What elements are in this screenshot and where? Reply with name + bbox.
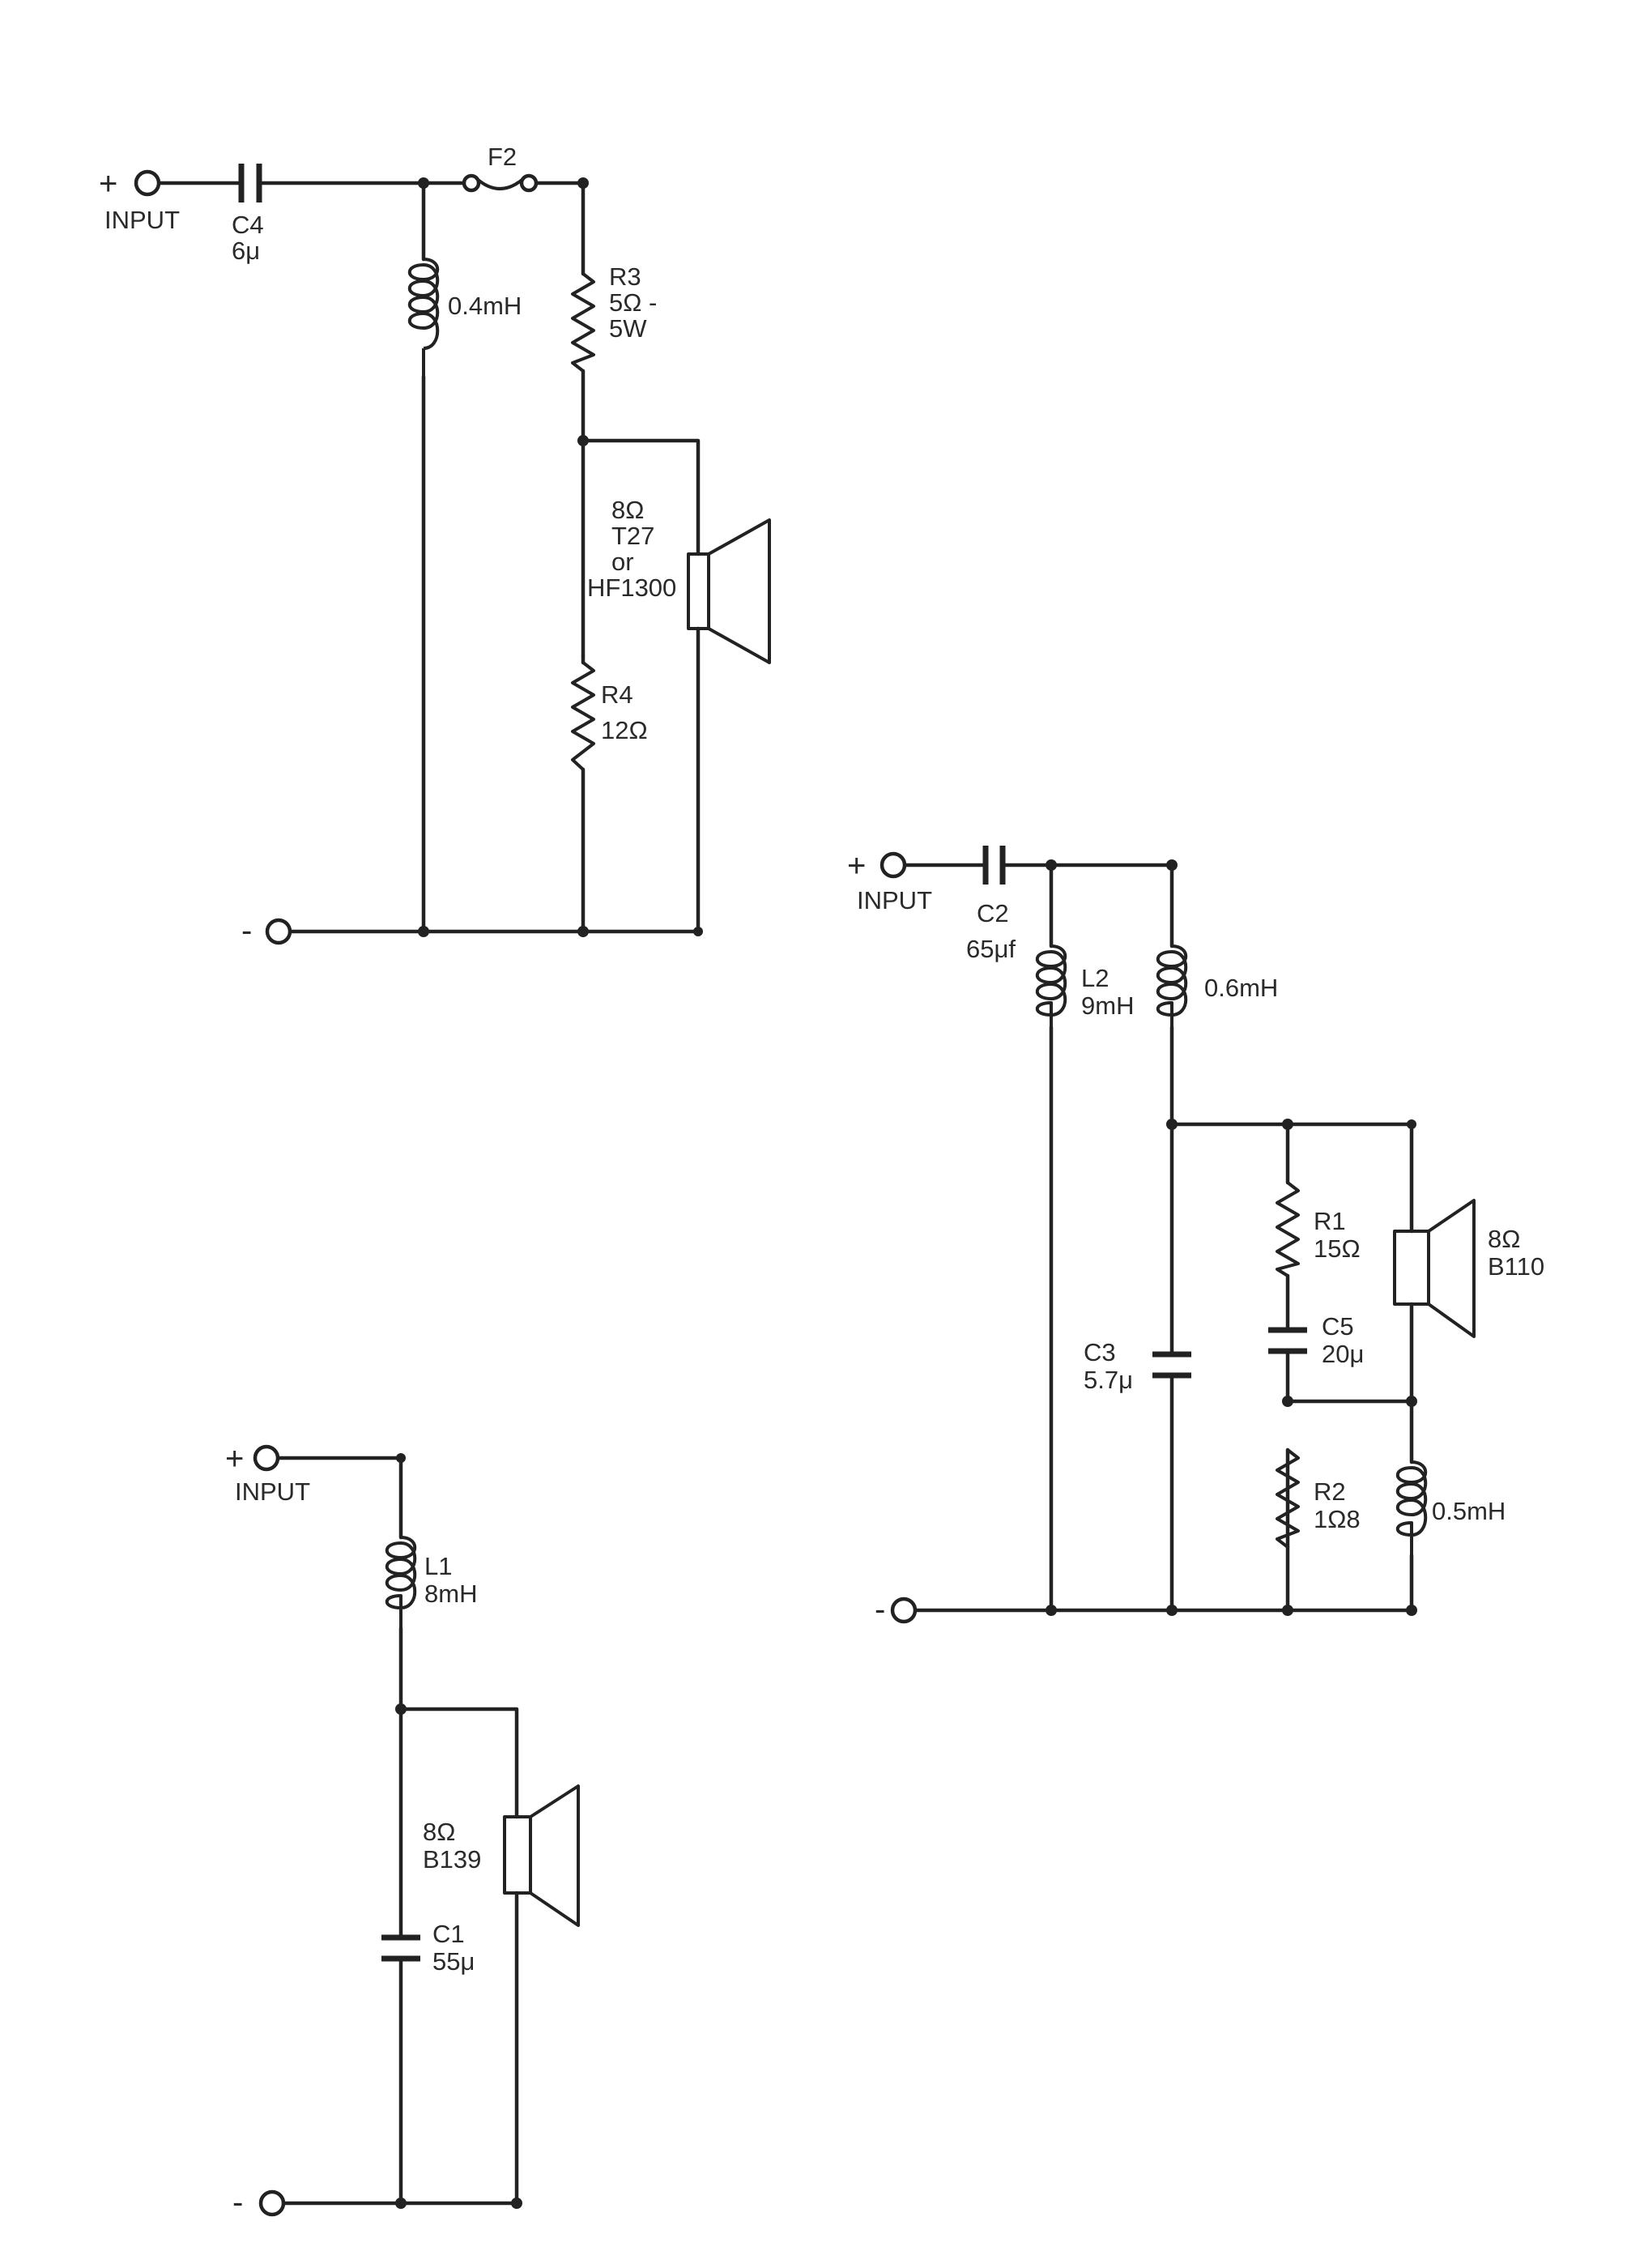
midrange-inductor-l2 bbox=[1035, 944, 1067, 1027]
bass-minus-sign: - bbox=[232, 2185, 243, 2220]
tweeter-wires bbox=[157, 181, 701, 934]
c1-value: 55μ bbox=[432, 1947, 475, 1976]
junction-dot bbox=[418, 926, 429, 937]
midrange-plus-sign: + bbox=[847, 848, 866, 884]
c4-name: C4 bbox=[232, 211, 264, 239]
c2-value: 65μf bbox=[966, 935, 1016, 963]
midrange-inductor-0.5mh bbox=[1395, 1460, 1428, 1555]
junction-dot bbox=[1166, 1119, 1178, 1130]
inductor-0.4mh-value: 0.4mH bbox=[448, 292, 522, 320]
midrange-wires bbox=[902, 863, 1414, 1613]
midrange-capacitor-c2 bbox=[982, 846, 1006, 885]
r4-value: 12Ω bbox=[601, 716, 648, 744]
inductor-0.5mh-value: 0.5mH bbox=[1432, 1497, 1506, 1525]
midrange-input-plus-terminal bbox=[880, 851, 907, 879]
r3-value1: 5Ω - bbox=[609, 288, 657, 317]
tweeter-resistor-r3 bbox=[571, 272, 595, 373]
junction-dot bbox=[693, 927, 703, 936]
c1-name: C1 bbox=[432, 1920, 465, 1948]
junction-dot bbox=[1166, 1605, 1178, 1616]
tweeter-speaker-alt-model: HF1300 bbox=[587, 573, 676, 602]
f2-name: F2 bbox=[488, 143, 517, 171]
midrange-resistor-r2 bbox=[1276, 1448, 1300, 1549]
tweeter-resistor-r4 bbox=[571, 661, 595, 771]
junction-dot bbox=[1282, 1119, 1293, 1130]
r1-value: 15Ω bbox=[1314, 1234, 1361, 1263]
r1-name: R1 bbox=[1314, 1207, 1346, 1235]
tweeter-speaker-model: T27 bbox=[611, 522, 654, 550]
midrange-speaker-model: B110 bbox=[1488, 1252, 1544, 1281]
r2-name: R2 bbox=[1314, 1477, 1346, 1506]
tweeter-input-label: INPUT bbox=[104, 206, 180, 234]
junction-dot bbox=[396, 1453, 406, 1463]
bass-speaker bbox=[503, 1784, 580, 1927]
c5-name: C5 bbox=[1322, 1312, 1354, 1341]
c4-value: 6μ bbox=[232, 237, 260, 265]
junction-dot bbox=[1407, 1119, 1416, 1129]
c3-name: C3 bbox=[1084, 1338, 1116, 1366]
junction-dot bbox=[1046, 859, 1057, 871]
l1-value: 8mH bbox=[424, 1580, 477, 1608]
midrange-resistor-r1 bbox=[1276, 1181, 1300, 1277]
bass-inductor-l1 bbox=[385, 1536, 417, 1628]
junction-dot bbox=[1282, 1605, 1293, 1616]
c3-value: 5.7μ bbox=[1084, 1366, 1133, 1394]
bass-capacitor-c1 bbox=[381, 1934, 420, 1962]
r4-name: R4 bbox=[601, 680, 633, 709]
tweeter-speaker-or: or bbox=[611, 548, 634, 576]
midrange-speaker-impedance: 8Ω bbox=[1488, 1225, 1520, 1253]
bass-speaker-model: B139 bbox=[423, 1845, 481, 1874]
tweeter-speaker bbox=[687, 518, 771, 664]
junction-dot bbox=[1166, 859, 1178, 871]
junction-dot bbox=[1046, 1605, 1057, 1616]
junction-dot bbox=[577, 926, 589, 937]
junction-dot bbox=[395, 1703, 407, 1715]
junction-dot bbox=[418, 177, 429, 189]
l2-name: L2 bbox=[1081, 964, 1109, 992]
tweeter-input-plus-terminal bbox=[134, 169, 161, 197]
junction-dot bbox=[577, 435, 589, 446]
r3-value2: 5W bbox=[609, 314, 647, 343]
midrange-speaker bbox=[1393, 1199, 1476, 1338]
tweeter-capacitor-c4 bbox=[238, 164, 262, 202]
midrange-network: + INPUT - C2 65μf L2 9mH 0.6mH R1 15Ω C5… bbox=[847, 846, 1544, 1627]
midrange-minus-sign: - bbox=[875, 1592, 885, 1627]
tweeter-inductor-0.4mh bbox=[407, 258, 440, 377]
inductor-0.6mh-value: 0.6mH bbox=[1204, 974, 1278, 1002]
midrange-capacitor-c3 bbox=[1152, 1351, 1191, 1379]
junction-dot bbox=[395, 2198, 407, 2209]
bass-input-minus-terminal bbox=[258, 2189, 286, 2217]
midrange-inductor-0.6mh bbox=[1156, 944, 1188, 1027]
tweeter-minus-sign: - bbox=[241, 913, 252, 949]
tweeter-input-minus-terminal bbox=[265, 918, 292, 945]
r3-name: R3 bbox=[609, 262, 641, 291]
tweeter-plus-sign: + bbox=[99, 166, 117, 202]
bass-input-plus-terminal bbox=[253, 1444, 280, 1472]
c5-value: 20μ bbox=[1322, 1340, 1364, 1368]
bass-network: + INPUT - L1 8mH 8Ω B139 C1 55μ bbox=[225, 1441, 580, 2220]
l1-name: L1 bbox=[424, 1552, 452, 1580]
junction-dot bbox=[1406, 1605, 1417, 1616]
tweeter-speaker-impedance: 8Ω bbox=[611, 496, 644, 524]
tweeter-network: + INPUT - C4 6μ F2 0.4mH R3 5Ω - 5W 8Ω T… bbox=[99, 143, 771, 949]
bass-speaker-impedance: 8Ω bbox=[423, 1818, 455, 1846]
bass-plus-sign: + bbox=[225, 1441, 244, 1477]
junction-dot bbox=[1406, 1396, 1417, 1407]
bass-input-label: INPUT bbox=[235, 1477, 310, 1506]
midrange-input-minus-terminal bbox=[890, 1597, 918, 1624]
midrange-capacitor-c5 bbox=[1268, 1327, 1307, 1354]
l2-value: 9mH bbox=[1081, 991, 1134, 1020]
junction-dot bbox=[577, 177, 589, 189]
junction-dot bbox=[1282, 1396, 1293, 1407]
midrange-input-label: INPUT bbox=[857, 886, 932, 914]
r2-value: 1Ω8 bbox=[1314, 1505, 1361, 1533]
tweeter-fuse-f2 bbox=[462, 173, 539, 193]
bass-wires bbox=[275, 1456, 519, 2206]
junction-dot bbox=[511, 2198, 522, 2209]
c2-name: C2 bbox=[977, 899, 1009, 927]
